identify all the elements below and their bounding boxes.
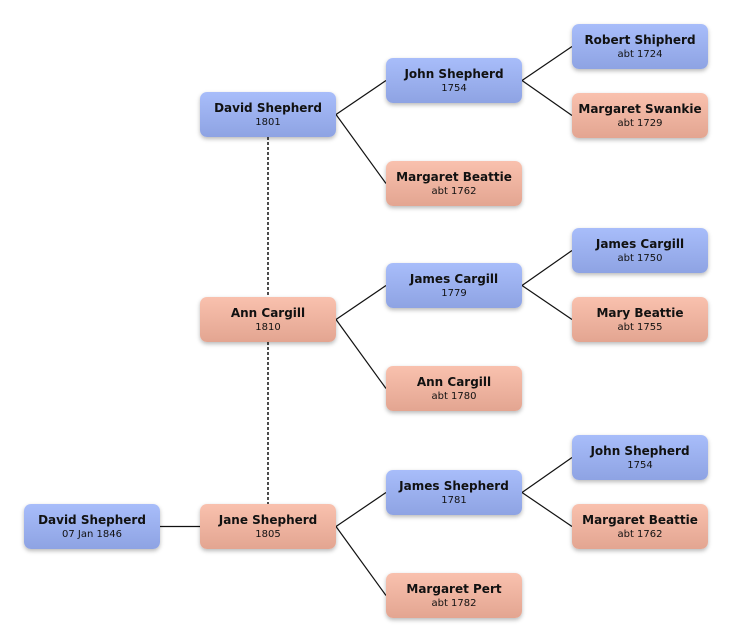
parent-link-line (335, 114, 387, 184)
parent-link-line (521, 492, 573, 527)
person-card-john-shepherd[interactable]: John Shepherd 1754 (386, 58, 522, 103)
person-card-david-shepherd[interactable]: David Shepherd 1801 (200, 92, 336, 137)
person-date: 07 Jan 1846 (62, 528, 122, 540)
person-date: 1781 (441, 494, 467, 506)
person-name: Margaret Beattie (396, 169, 512, 184)
person-card-james-shepherd[interactable]: James Shepherd 1781 (386, 470, 522, 515)
parent-link-line (335, 80, 387, 115)
person-card-margaret-beattie[interactable]: Margaret Beattie abt 1762 (386, 161, 522, 206)
person-name: James Cargill (595, 236, 685, 251)
person-name: James Cargill (409, 271, 499, 286)
person-name: James Shepherd (399, 478, 509, 493)
person-card-ann-cargill[interactable]: Ann Cargill 1810 (200, 297, 336, 342)
person-name: Margaret Beattie (582, 512, 698, 527)
person-card-mary-beattie[interactable]: Mary Beattie abt 1755 (572, 297, 708, 342)
person-name: John Shepherd (590, 443, 690, 458)
person-name: David Shepherd (214, 100, 322, 115)
person-date: abt 1724 (617, 48, 663, 60)
person-name: Margaret Pert (406, 581, 502, 596)
parent-link-line (521, 250, 573, 286)
parent-link-line (335, 526, 387, 596)
person-name: Robert Shipherd (584, 32, 696, 47)
person-date: abt 1762 (431, 185, 477, 197)
person-card-margaret-beattie[interactable]: Margaret Beattie abt 1762 (572, 504, 708, 549)
person-card-robert-shipherd[interactable]: Robert Shipherd abt 1724 (572, 24, 708, 69)
person-card-john-shepherd[interactable]: John Shepherd 1754 (572, 435, 708, 480)
person-name: Jane Shepherd (218, 512, 318, 527)
parent-link-line (335, 492, 387, 527)
person-card-james-cargill[interactable]: James Cargill 1779 (386, 263, 522, 308)
parent-link-line (521, 46, 573, 81)
person-name: David Shepherd (38, 512, 146, 527)
person-date: abt 1782 (431, 597, 477, 609)
person-date: abt 1729 (617, 117, 663, 129)
parent-link-line (335, 319, 387, 389)
person-date: abt 1762 (617, 528, 663, 540)
person-card-ann-cargill[interactable]: Ann Cargill abt 1780 (386, 366, 522, 411)
person-date: 1754 (441, 82, 467, 94)
person-card-james-cargill[interactable]: James Cargill abt 1750 (572, 228, 708, 273)
person-date: 1805 (255, 528, 281, 540)
person-name: Ann Cargill (230, 305, 306, 320)
parent-link-line (521, 457, 573, 493)
person-card-margaret-swankie[interactable]: Margaret Swankie abt 1729 (572, 93, 708, 138)
person-card-root[interactable]: David Shepherd 07 Jan 1846 (24, 504, 160, 549)
parent-link-line (335, 285, 387, 320)
person-date: abt 1750 (617, 252, 663, 264)
parent-link-line (521, 285, 573, 320)
person-date: 1801 (255, 116, 281, 128)
person-date: 1810 (255, 321, 281, 333)
person-date: abt 1755 (617, 321, 663, 333)
parent-link-line (521, 80, 573, 116)
person-name: Ann Cargill (416, 374, 492, 389)
person-date: abt 1780 (431, 390, 477, 402)
person-date: 1779 (441, 287, 467, 299)
person-name: Mary Beattie (596, 305, 684, 320)
person-card-margaret-pert[interactable]: Margaret Pert abt 1782 (386, 573, 522, 618)
person-date: 1754 (627, 459, 653, 471)
person-name: John Shepherd (404, 66, 504, 81)
person-name: Margaret Swankie (578, 101, 702, 116)
person-card-jane-shepherd[interactable]: Jane Shepherd 1805 (200, 504, 336, 549)
